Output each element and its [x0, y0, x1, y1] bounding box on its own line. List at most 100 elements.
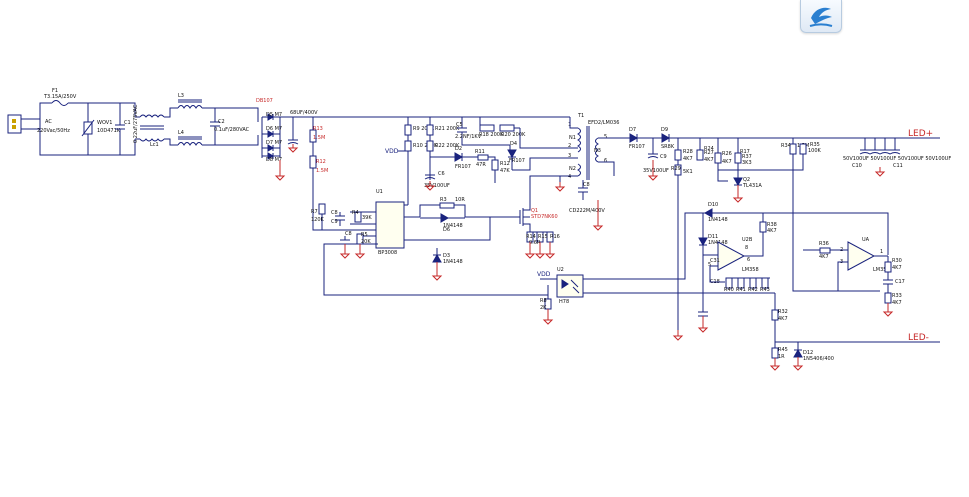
- d10-value: 1N4148: [708, 217, 728, 223]
- c10-label: C10: [852, 163, 862, 169]
- resistor-r38[interactable]: [759, 221, 767, 233]
- r27-value: 4K7: [704, 157, 714, 163]
- r28-value: 4K7: [683, 156, 693, 162]
- diode-d4: [507, 149, 517, 159]
- resistor-r26[interactable]: [714, 152, 722, 164]
- shunt-regulator-q2: [733, 177, 743, 187]
- connector-pin-1: [12, 119, 16, 123]
- op-amp-ua[interactable]: [847, 241, 876, 271]
- diode-d3: [432, 253, 442, 263]
- c17-label: C17: [895, 279, 905, 285]
- app-logo-icon[interactable]: [800, 0, 842, 33]
- r30-value: 4K7: [892, 265, 902, 271]
- u2b-part: LM358: [742, 267, 759, 273]
- op-pin-6: 6: [747, 257, 750, 263]
- bridge-db107-label: DB107: [256, 98, 273, 104]
- r13-label: R13: [313, 126, 323, 132]
- n3-label: N3: [594, 148, 601, 154]
- t1-pin-6: 6: [604, 158, 607, 164]
- vdd-label-3: VDD: [537, 271, 551, 278]
- resistor-r33[interactable]: [884, 292, 892, 304]
- d3-label: D3: [443, 253, 450, 259]
- op-pin-8: 8: [745, 245, 748, 251]
- transformer-t1[interactable]: [577, 126, 599, 180]
- c6-label: C6: [438, 171, 445, 177]
- r40-label: R40: [724, 287, 734, 293]
- resistor-r35[interactable]: [799, 143, 807, 155]
- q1-part: STD7NK60: [531, 214, 558, 220]
- c5-value: 2.2NF/1KV: [455, 134, 482, 140]
- r33-label: R33: [892, 293, 902, 299]
- r32-label: R32: [778, 309, 788, 315]
- r20-label: R20 200K: [501, 132, 526, 138]
- resistor-r3[interactable]: [439, 202, 455, 209]
- r43-label: R43: [760, 287, 770, 293]
- optocoupler-u2[interactable]: [556, 274, 584, 298]
- u1-label: U1: [376, 189, 383, 195]
- resistor-r18[interactable]: [479, 124, 495, 132]
- r5-label: R5: [361, 232, 368, 238]
- d7-label: D7 M7: [266, 140, 282, 146]
- resistor-r10[interactable]: [404, 140, 412, 152]
- diode-d6: [440, 213, 450, 223]
- q2-label: Q2: [743, 177, 750, 183]
- r37-label: R37: [742, 154, 752, 160]
- r11-value: 47R: [476, 162, 486, 168]
- wov1-label: WOV1: [97, 120, 112, 126]
- diode-d10: [703, 208, 713, 218]
- resistor-r9[interactable]: [404, 124, 412, 136]
- l4-label: L4: [178, 130, 184, 136]
- ac-input-connector[interactable]: [7, 114, 22, 134]
- d5-label: D5 M7: [266, 112, 282, 118]
- r15-label: R15: [538, 234, 548, 240]
- resistor-r20[interactable]: [499, 124, 515, 132]
- r38-value: 4K7: [767, 228, 777, 234]
- r41-label: R41: [736, 287, 746, 293]
- r29-label: R29: [671, 166, 681, 172]
- r18-label: R18 200K: [479, 132, 504, 138]
- resistor-r28[interactable]: [674, 149, 682, 161]
- c8-label: C8: [331, 210, 338, 216]
- d7-value: FR107: [629, 144, 645, 150]
- r27-label: R27: [704, 150, 714, 156]
- vdd-label-1: VDD: [385, 148, 399, 155]
- output-capacitor-bank[interactable]: [859, 138, 901, 155]
- f1-label: F1: [52, 88, 58, 94]
- d3-value: 1N4148: [443, 259, 463, 265]
- r35-label: R35: [810, 142, 820, 148]
- r38-label: R38: [767, 222, 777, 228]
- d9-value: SR8K: [661, 144, 675, 150]
- r37-value: 3K3: [742, 160, 752, 166]
- output-caps-value: 50V100UF 50V100UF 50V100UF 50V100UF: [843, 156, 951, 162]
- r13-value: 1.5M: [313, 135, 325, 141]
- resistor-r21[interactable]: [426, 124, 434, 136]
- ac-value: 220Vac/50Hz: [37, 128, 70, 134]
- r32-value: 4K7: [778, 316, 788, 322]
- mosfet-q1[interactable]: [519, 200, 531, 232]
- resistor-r12b[interactable]: [491, 159, 499, 171]
- d6-label: D6: [443, 227, 450, 233]
- r12b-value: 47K: [500, 168, 510, 174]
- r24-label: R24: [704, 146, 714, 152]
- r14-value: 0.6R: [529, 240, 541, 246]
- resistor-r4[interactable]: [354, 211, 362, 223]
- op-amp-u2b[interactable]: [717, 241, 746, 271]
- controller-ic-u1[interactable]: [375, 201, 405, 249]
- r16-label: R16: [550, 234, 560, 240]
- resistor-r27[interactable]: [696, 149, 704, 161]
- d11-label: D11: [708, 234, 718, 240]
- r30-label: R30: [892, 258, 902, 264]
- resistor-r22[interactable]: [426, 140, 434, 152]
- r35-value: 100K: [808, 148, 822, 154]
- r12-value: 1.5M: [316, 168, 328, 174]
- resistor-r7[interactable]: [318, 203, 326, 215]
- r10-label: R10 200K: [413, 143, 438, 149]
- q1-label: Q1: [531, 208, 538, 214]
- r33-value: 4K7: [892, 300, 902, 306]
- diode-d2: [454, 152, 464, 162]
- r7-value: 120K: [311, 217, 325, 223]
- resistor-r30[interactable]: [884, 261, 892, 273]
- resistor-r34[interactable]: [789, 143, 797, 155]
- resistor-r11[interactable]: [477, 154, 489, 161]
- resistor-r36[interactable]: [819, 247, 831, 254]
